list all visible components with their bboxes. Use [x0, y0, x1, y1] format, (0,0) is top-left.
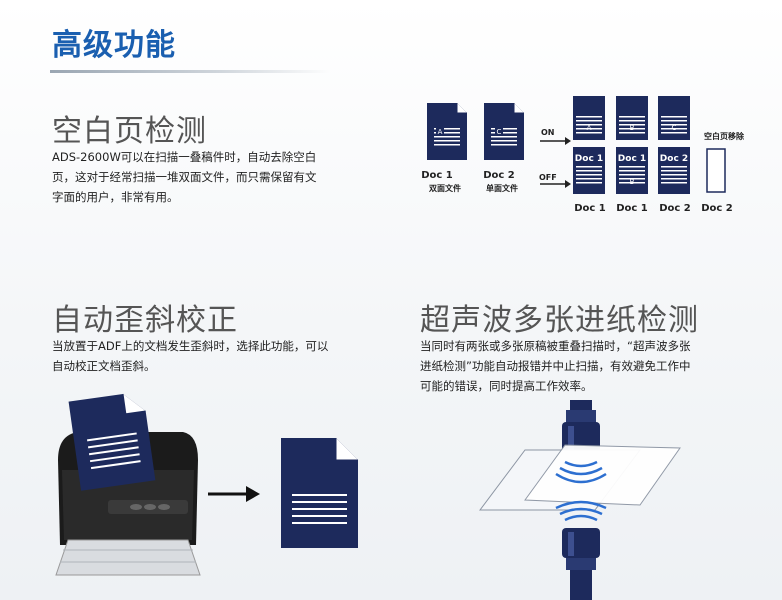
output-label-2: Doc 1	[616, 203, 648, 214]
scanner-illustration	[55, 393, 358, 576]
output-label-3: Doc 2	[659, 203, 691, 214]
svg-text:Doc 2: Doc 2	[660, 154, 688, 164]
ultrasonic-sensor-top	[562, 400, 600, 452]
svg-text:A: A	[587, 124, 592, 132]
doc2-label: Doc 2	[483, 170, 515, 181]
blank-page-diagram: A C A B C Doc 1 Doc 1	[427, 96, 726, 194]
svg-text:Doc 1: Doc 1	[575, 154, 603, 164]
doc2-icon: C	[484, 103, 524, 160]
blank-page-desc-line: 字面的用户，非常有用。	[52, 190, 179, 204]
blank-page-desc-line: ADS-2600W可以在扫描一叠稿件时，自动去除空白	[52, 150, 317, 164]
doc2-sublabel: 单面文件	[486, 184, 518, 193]
svg-text:B: B	[630, 178, 635, 186]
deskew-desc-line: 自动校正文档歪斜。	[52, 359, 156, 373]
deskew-description: 当放置于ADF上的文档发生歪斜时，选择此功能，可以 自动校正文档歪斜。	[52, 336, 392, 376]
ultrasonic-description: 当同时有两张或多张原稿被重叠扫描时，“超声波多张 进纸检测”功能自动报错并中止扫…	[420, 336, 770, 396]
blank-page-description: ADS-2600W可以在扫描一叠稿件时，自动去除空白 页，这对于经常扫描一堆双面…	[52, 147, 392, 207]
ultrasonic-desc-line: 当同时有两张或多张原稿被重叠扫描时，“超声波多张	[420, 339, 691, 353]
doc2-letter: C	[497, 128, 502, 136]
ultrasonic-desc-line: 进纸检测”功能自动报错并中止扫描，有效避免工作中	[420, 359, 691, 373]
svg-text:Doc 1: Doc 1	[618, 154, 646, 164]
blank-page-desc-line: 页，这对于经常扫描一堆双面文件，而只需保留有文	[52, 170, 317, 184]
output-label-4: Doc 2	[701, 203, 733, 214]
on-page-B: B	[616, 96, 648, 140]
svg-text:B: B	[630, 124, 635, 132]
page-title: 高级功能	[52, 28, 176, 63]
deskew-arrow-icon	[208, 486, 260, 502]
title-divider	[50, 70, 330, 73]
doc1-icon: A	[427, 103, 467, 160]
off-arrow	[540, 180, 571, 188]
blank-remove-label: 空白页移除	[704, 132, 744, 141]
deskew-title: 自动歪斜校正	[52, 303, 238, 338]
off-page-3: Doc 2	[658, 147, 690, 194]
off-label: OFF	[539, 173, 557, 182]
blank-page-title: 空白页检测	[52, 114, 207, 149]
on-page-A: A	[573, 96, 605, 140]
doc1-label: Doc 1	[421, 170, 453, 181]
off-page-2: Doc 1 B	[616, 147, 648, 194]
on-label: ON	[541, 128, 555, 137]
ultrasonic-sensor-bottom	[562, 528, 600, 600]
doc1-letter: A	[438, 128, 443, 136]
skewed-document	[68, 393, 156, 491]
on-page-C: C	[658, 96, 690, 140]
ultrasonic-illustration	[479, 400, 681, 600]
ultrasonic-title: 超声波多张进纸检测	[420, 303, 699, 338]
ultrasonic-waves	[555, 460, 607, 522]
on-arrow	[540, 137, 571, 145]
corrected-document	[281, 438, 358, 548]
output-label-1: Doc 1	[574, 203, 606, 214]
ultrasonic-desc-line: 可能的错误，同时提高工作效率。	[420, 379, 593, 393]
doc1-sublabel: 双面文件	[429, 184, 461, 193]
svg-text:C: C	[672, 124, 677, 132]
off-page-1: Doc 1	[573, 147, 605, 194]
blank-page-outline	[706, 148, 726, 193]
deskew-desc-line: 当放置于ADF上的文档发生歪斜时，选择此功能，可以	[52, 339, 329, 353]
